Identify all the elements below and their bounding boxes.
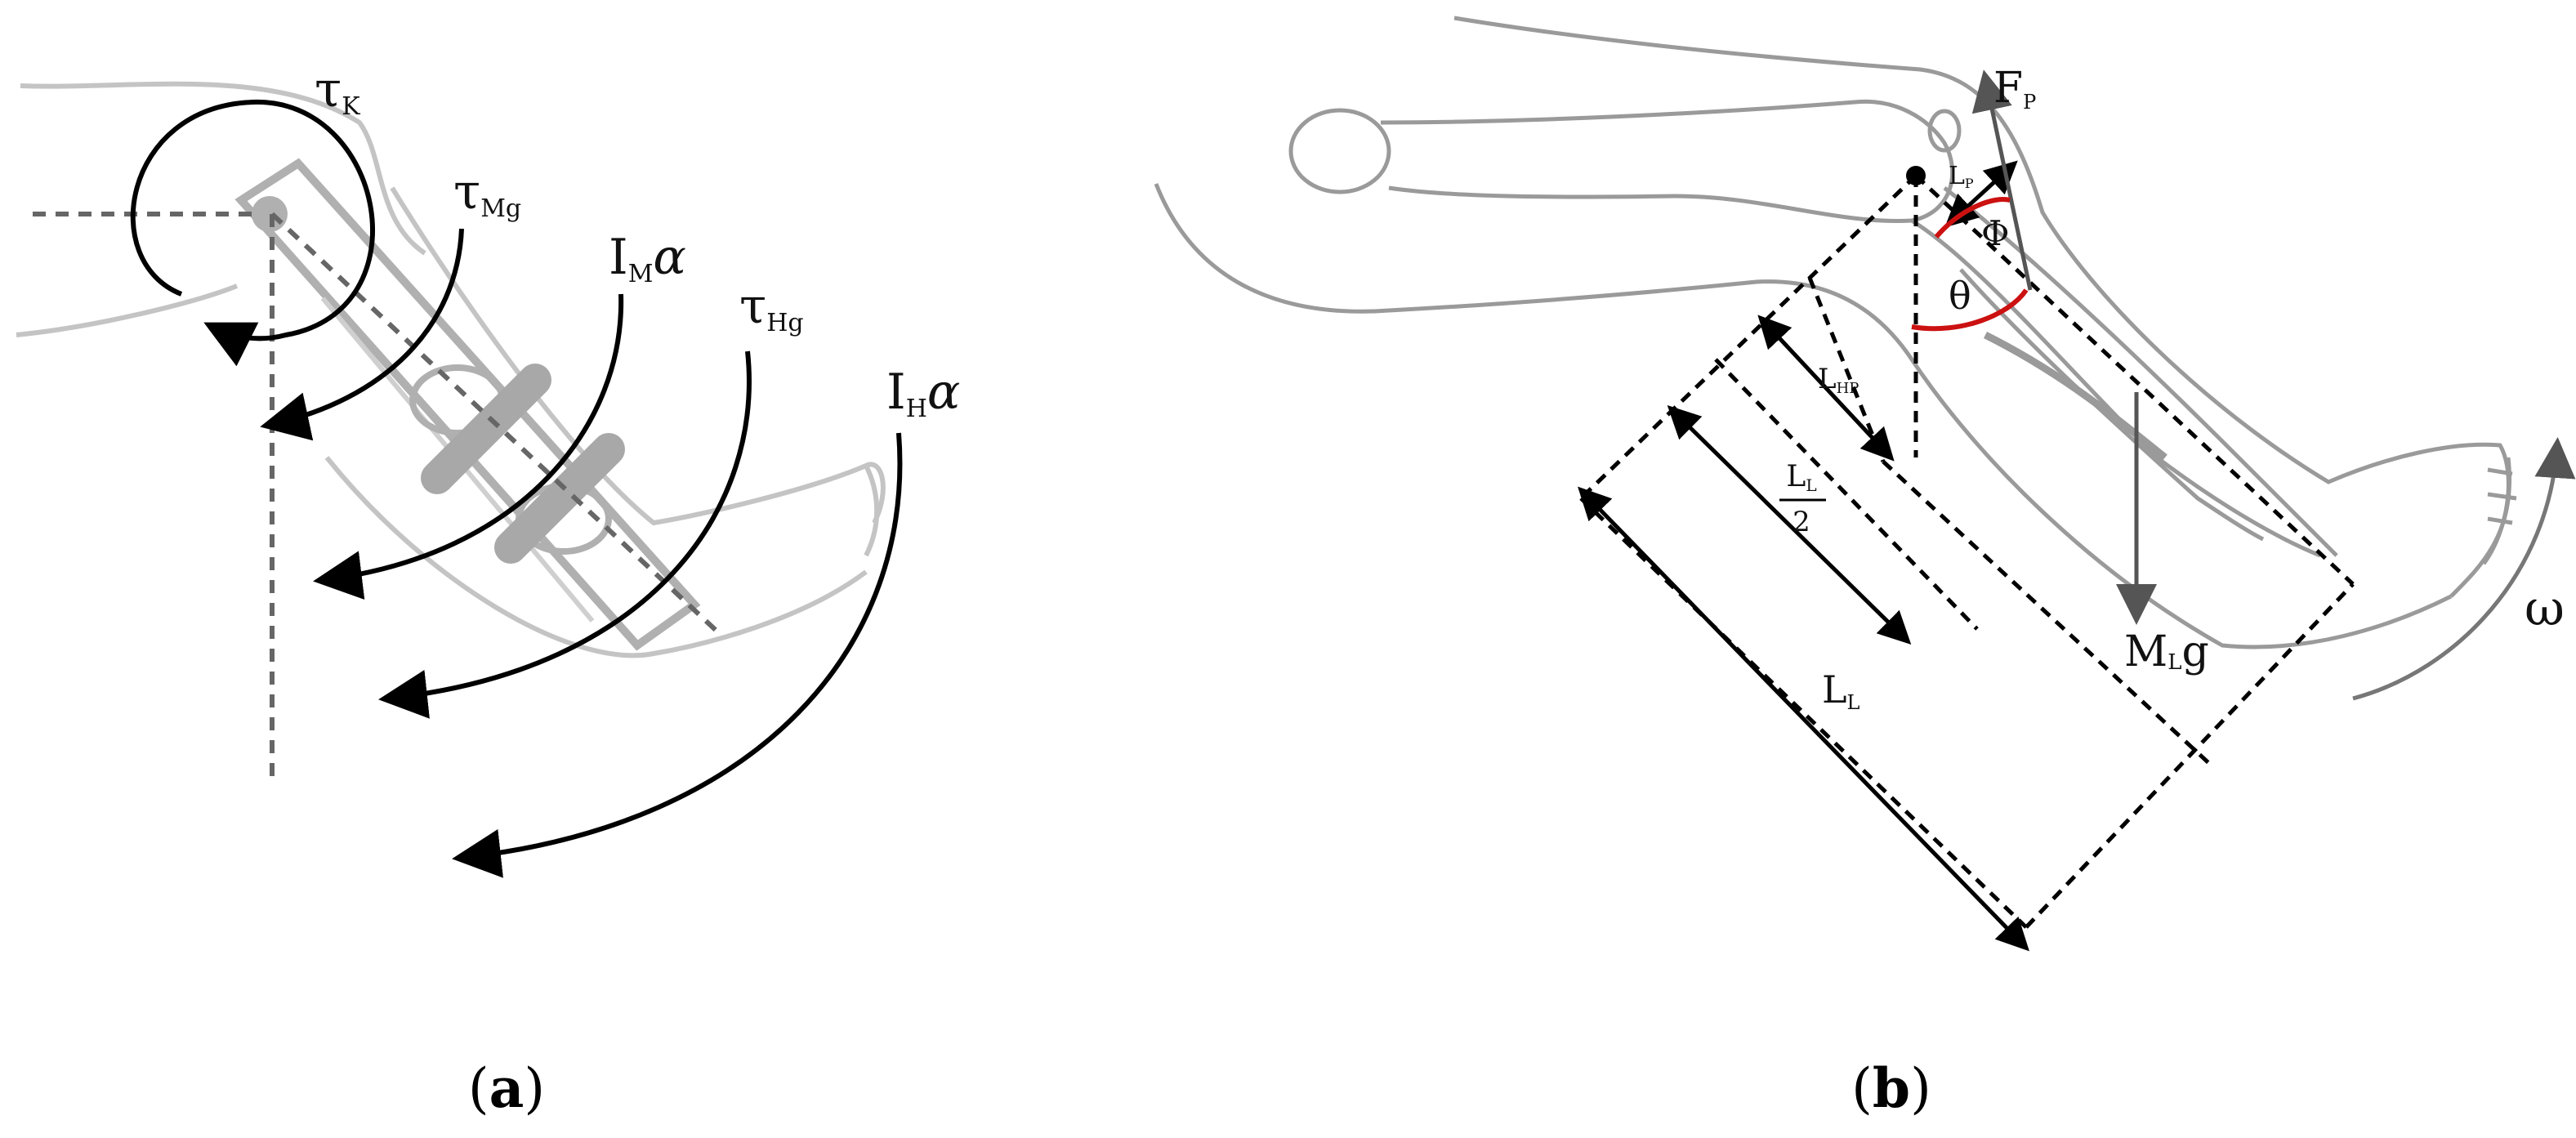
omega-arrow xyxy=(2352,437,2576,701)
theta-angle-arc xyxy=(1911,288,2029,332)
tau-k-label: τK xyxy=(315,61,360,121)
theta-label: θ xyxy=(1949,274,1971,318)
tau-mg-arrow xyxy=(260,228,464,441)
l-p-label: LP xyxy=(1949,162,1974,191)
leg-outline-b xyxy=(1154,16,2517,649)
l-l-label: LL xyxy=(1822,667,1860,714)
knee-orthosis-bar xyxy=(234,158,721,651)
l-l-half-label: LL 2 xyxy=(1779,460,1826,538)
svg-text:2: 2 xyxy=(1792,506,1810,538)
l-hp-label: LHP xyxy=(1818,363,1859,397)
caption-b: (b) xyxy=(1851,1056,1931,1120)
im-alpha-label: IMα xyxy=(609,229,686,288)
svg-text:LL: LL xyxy=(1786,460,1816,495)
l-l-half-dimension xyxy=(1667,404,1912,645)
ih-alpha-arrow xyxy=(452,432,903,878)
patellar-force-arrow xyxy=(1971,69,2033,291)
tau-mg-label: τMg xyxy=(453,163,521,223)
ih-alpha-label: IHα xyxy=(886,364,960,423)
im-alpha-arrow xyxy=(313,293,624,600)
knee-pivot-point xyxy=(1906,166,1926,185)
l-l-dimension xyxy=(1578,486,2029,952)
panel-b: FP LP Φ θ LHP LL 2 LL MLg ω (b) xyxy=(1154,16,2576,1120)
tau-k-arrow xyxy=(130,99,375,367)
leg-outline-a xyxy=(16,81,886,658)
phi-angle-arc xyxy=(1934,197,2011,239)
caption-a: (a) xyxy=(468,1056,545,1120)
m-l-g-label: MLg xyxy=(2124,627,2209,676)
l-p-dimension xyxy=(1944,160,2018,228)
panel-a: τK τMg IMα τHg IHα (a) xyxy=(16,61,960,1120)
f-p-label: FP xyxy=(1993,64,2036,114)
omega-label: ω xyxy=(2525,580,2565,637)
tau-hg-label: τHg xyxy=(739,278,804,337)
tau-hg-arrow xyxy=(378,350,752,719)
phi-label: Φ xyxy=(1981,213,2009,253)
